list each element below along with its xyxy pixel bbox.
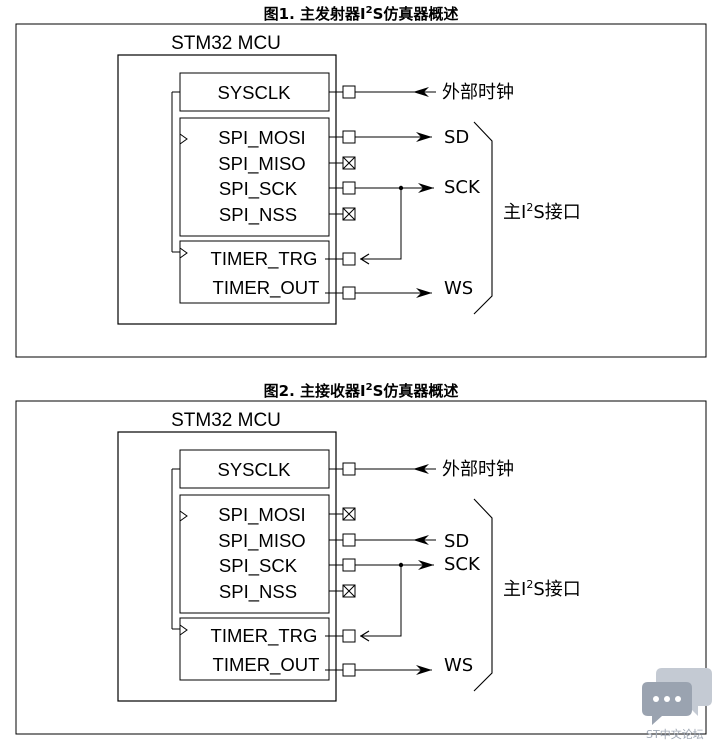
sck-feedback-wire [360, 565, 402, 637]
pin-miso [329, 533, 356, 547]
ext-clock-label: 外部时钟 [442, 82, 514, 103]
spi-miso-label: SPI_MISO [218, 153, 305, 175]
mcu-box [117, 431, 337, 702]
figure-1-frame [15, 23, 707, 358]
timer-out-label: TIMER_OUT [213, 654, 320, 676]
sck-feedback-wire [360, 188, 402, 260]
spi-block [179, 494, 330, 614]
pin-sck [329, 181, 356, 195]
pin-miso-disabled [329, 156, 356, 170]
spi-sck-label: SPI_SCK [219, 178, 298, 200]
sck-label: SCK [444, 177, 481, 198]
figure-2: 图2. 主接收器I2S仿真器概述 STM32 MCU SYSCLK SPI_MO… [15, 382, 707, 735]
i2s-brace [473, 121, 493, 315]
sysclk-label: SYSCLK [217, 82, 291, 103]
sd-label: SD [444, 531, 469, 552]
spi-sck-label: SPI_SCK [219, 555, 298, 577]
pin-mosi [329, 130, 356, 144]
pin-nss-disabled [329, 207, 356, 221]
forum-watermark: ST中文论坛 [642, 668, 712, 741]
pin-sck [329, 558, 356, 572]
ext-clock-label: 外部时钟 [442, 459, 514, 480]
timer-clock-input-icon [179, 624, 188, 636]
mcu-box [117, 54, 337, 325]
spi-clock-input-icon [179, 510, 188, 522]
spi-nss-label: SPI_NSS [219, 581, 297, 603]
mcu-title: STM32 MCU [171, 33, 281, 54]
ws-label: WS [444, 278, 473, 299]
pin-mosi-disabled [329, 507, 356, 521]
spi-clock-input-icon [179, 133, 188, 145]
pin-sysclk [329, 462, 356, 476]
spi-block [179, 117, 330, 237]
spi-mosi-label: SPI_MOSI [218, 504, 305, 526]
timer-out-label: TIMER_OUT [213, 277, 320, 299]
trg-input-arrow-icon [359, 253, 370, 265]
ws-label: WS [444, 655, 473, 676]
figure-2-frame [15, 400, 707, 735]
spi-nss-label: SPI_NSS [219, 204, 297, 226]
pin-sysclk [329, 85, 356, 99]
spi-mosi-label: SPI_MOSI [218, 127, 305, 149]
trg-input-arrow-icon [359, 630, 370, 642]
timer-clock-input-icon [179, 247, 188, 259]
figure-1-caption: 图1. 主发射器I2S仿真器概述 [264, 5, 459, 23]
spi-miso-label: SPI_MISO [218, 530, 305, 552]
sck-label: SCK [444, 554, 481, 575]
figure-1: 图1. 主发射器I2S仿真器概述 STM32 MCU SYSCLK SPI_MO… [15, 5, 707, 358]
pin-nss-disabled [329, 584, 356, 598]
i2s-interface-label: 主I2S接口 [503, 578, 581, 600]
mcu-title: STM32 MCU [171, 410, 281, 431]
sd-label: SD [444, 127, 469, 148]
i2s-interface-label: 主I2S接口 [503, 201, 581, 223]
pin-timer-trg [325, 629, 356, 643]
chat-bubble-front-icon [642, 682, 692, 725]
pin-timer-trg [325, 252, 356, 266]
i2s-brace [473, 498, 493, 692]
figure-2-caption: 图2. 主接收器I2S仿真器概述 [264, 382, 459, 400]
watermark-text: ST中文论坛 [646, 727, 704, 741]
timer-block [179, 617, 330, 681]
timer-trg-label: TIMER_TRG [211, 625, 318, 647]
sysclk-label: SYSCLK [217, 459, 291, 480]
timer-block [179, 240, 330, 304]
timer-trg-label: TIMER_TRG [211, 248, 318, 270]
